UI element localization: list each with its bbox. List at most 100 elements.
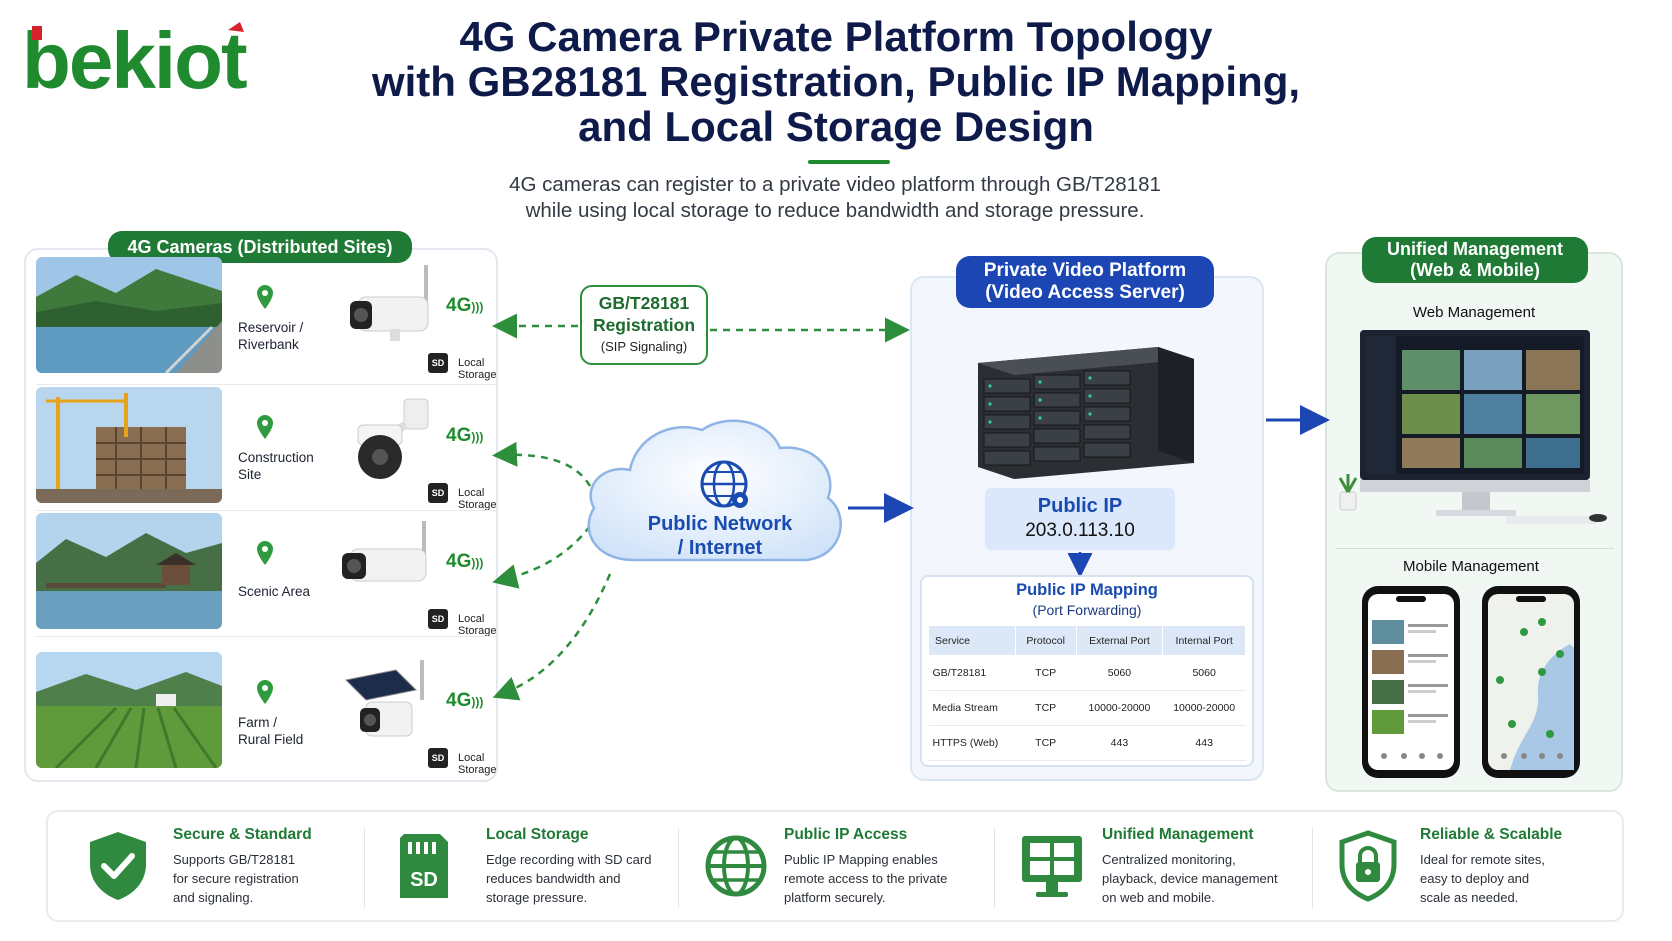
svg-text:SD: SD — [410, 869, 438, 891]
feature-local-storage: SD Local Storage Edge recording with SD … — [364, 812, 678, 920]
local-storage-label: Local Storage — [458, 613, 497, 637]
management-heading-line-1: Unified Management — [1386, 239, 1564, 259]
table-cell: TCP — [1015, 725, 1077, 761]
feature-desc: Ideal for remote sites,easy to deploy an… — [1420, 852, 1545, 905]
desktop-monitor-icon — [1338, 330, 1607, 524]
table-row: HTTPS (Web) TCP 443 443 — [928, 725, 1246, 761]
divider — [36, 510, 498, 511]
site-row-scenic: Scenic Area 4G))) SD Local Storage — [36, 513, 497, 637]
bekiot-logo: bekiot — [22, 20, 249, 100]
construction-photo — [36, 387, 222, 503]
svg-text:bekiot: bekiot — [22, 20, 247, 100]
location-pin-icon — [257, 680, 273, 704]
table-row: Media Stream TCP 10000-20000 10000-20000 — [928, 690, 1246, 726]
public-ip-box: Public IP 203.0.113.10 — [985, 488, 1175, 550]
ptz-camera-icon — [357, 398, 429, 479]
monitor-grid-icon — [1022, 836, 1082, 897]
sd-card-icon: SD — [428, 353, 448, 373]
table-cell: Media Stream — [928, 690, 1016, 726]
divider — [364, 828, 365, 908]
subtitle-line-1: 4G cameras can register to a private vid… — [509, 173, 1161, 196]
feature-desc: Centralized monitoring,playback, device … — [1102, 852, 1278, 905]
solar-camera-icon — [344, 660, 424, 737]
column-header: Protocol — [1014, 625, 1077, 656]
location-pin-icon — [257, 285, 273, 309]
public-ip-value: 203.0.113.10 — [1025, 520, 1135, 541]
reservoir-photo — [36, 257, 222, 373]
site-label: Reservoir /Riverbank — [238, 320, 304, 352]
table-row: GB/T28181 TCP 5060 5060 — [928, 655, 1246, 691]
feature-reliable-scalable: Reliable & Scalable Ideal for remote sit… — [1312, 812, 1622, 920]
sd-card-icon: SD — [428, 483, 448, 503]
network-line-2: / Internet — [677, 537, 763, 559]
platform-heading-line-1: Private Video Platform — [983, 260, 1187, 281]
table-cell: 5060 — [1076, 655, 1163, 691]
divider — [1336, 548, 1614, 549]
column-header: Service — [928, 625, 1016, 656]
subtitle: 4G cameras can register to a private vid… — [380, 172, 1290, 224]
registration-line-2: Registration — [592, 315, 696, 335]
table-cell: GB/T28181 — [928, 655, 1016, 691]
table-header-row: Service Protocol External Port Internal … — [928, 625, 1246, 656]
sd-card-icon: SD — [428, 609, 448, 629]
bullet-camera-icon — [350, 265, 429, 341]
local-storage-label: Local Storage — [458, 357, 497, 381]
local-storage-label: Local Storage — [458, 487, 497, 511]
table-cell: 443 — [1076, 725, 1163, 761]
globe-icon — [705, 835, 767, 897]
title-line-1: 4G Camera Private Platform Topology — [459, 13, 1213, 60]
gb28181-registration-box: GB/T28181 Registration (SIP Signaling) — [580, 285, 708, 365]
divider — [1312, 828, 1313, 908]
port-forwarding-table: Service Protocol External Port Internal … — [928, 625, 1246, 761]
column-header: External Port — [1075, 625, 1164, 656]
4g-signal-label: 4G))) — [446, 295, 484, 316]
shield-lock-icon — [1339, 830, 1397, 902]
location-pin-icon — [257, 415, 273, 439]
phone-live-view-icon — [1362, 586, 1460, 778]
feature-title: Unified Management — [1102, 826, 1254, 843]
table-cell: TCP — [1015, 655, 1077, 691]
divider — [994, 828, 995, 908]
title-line-2: with GB28181 Registration, Public IP Map… — [371, 58, 1301, 105]
site-row-farm: Farm /Rural Field 4G))) SD Local Storage — [36, 652, 497, 776]
bullet-camera-icon — [342, 521, 427, 582]
divider — [36, 384, 498, 385]
mobile-management-label: Mobile Management — [1403, 558, 1539, 575]
phone-map-icon — [1482, 586, 1580, 778]
web-management-label: Web Management — [1412, 304, 1536, 321]
scenic-area-photo — [36, 513, 222, 629]
feature-title: Reliable & Scalable — [1420, 826, 1563, 843]
4g-signal-label: 4G))) — [446, 690, 484, 711]
shield-check-icon — [90, 832, 146, 900]
page-title: 4G Camera Private Platform Topology with… — [330, 14, 1342, 149]
management-heading-line-2: (Web & Mobile) — [1410, 260, 1540, 280]
site-label: Farm /Rural Field — [238, 715, 304, 747]
feature-public-ip-access: Public IP Access Public IP Mapping enabl… — [678, 812, 994, 920]
sd-card-icon: SD — [400, 834, 448, 898]
feature-title: Secure & Standard — [173, 826, 312, 843]
platform-heading: Private Video Platform (Video Access Ser… — [956, 256, 1214, 308]
location-pin-icon — [257, 541, 273, 565]
sd-card-icon: SD — [428, 748, 448, 768]
feature-title: Local Storage — [486, 826, 589, 843]
title-line-3: and Local Storage Design — [578, 103, 1094, 150]
table-cell: TCP — [1015, 690, 1077, 726]
registration-line-1: GB/T28181 — [598, 293, 690, 313]
network-line-1: Public Network — [647, 513, 793, 535]
column-header: Internal Port — [1162, 625, 1246, 656]
feature-unified-management: Unified Management Centralized monitorin… — [994, 812, 1312, 920]
management-heading: Unified Management (Web & Mobile) — [1362, 237, 1588, 283]
ip-mapping-title: Public IP Mapping (Port Forwarding) — [920, 581, 1254, 618]
4g-signal-label: 4G))) — [446, 425, 484, 446]
farm-photo — [36, 652, 222, 768]
table-cell: 5060 — [1162, 655, 1246, 691]
public-network-label: Public Network / Internet — [620, 512, 820, 560]
table-cell: 10000-20000 — [1162, 690, 1246, 726]
4g-signal-label: 4G))) — [446, 551, 484, 572]
